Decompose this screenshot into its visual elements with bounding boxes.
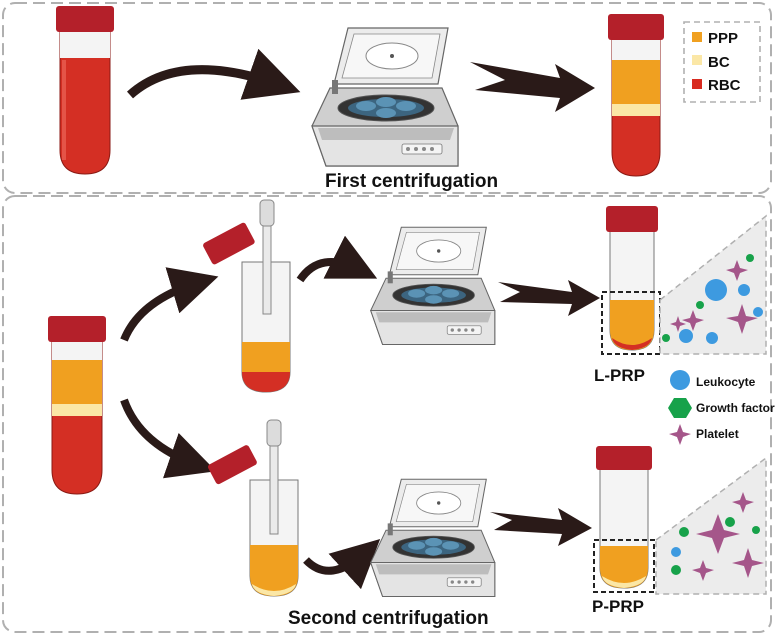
lprp-label: L-PRP [594, 366, 645, 385]
whole-blood-tube [56, 6, 114, 175]
platelet-icon [726, 304, 758, 334]
second-panel-border [2, 195, 772, 633]
leukocyte-icon [679, 329, 693, 343]
pprp-zoom-panel [655, 456, 767, 595]
ppp-swatch [692, 32, 702, 42]
growth-factor-legend-icon [668, 398, 692, 418]
legend-bc: BC [692, 54, 730, 71]
arrow-to-pprp-tube [490, 508, 592, 546]
arrow-to-lprp-tube [498, 280, 600, 316]
bc-swatch [692, 55, 702, 65]
arrow-to-lower-branch [120, 398, 217, 479]
growth-factor-icon [746, 254, 754, 262]
ppp-label: PPP [708, 30, 738, 47]
lower-transfer-tube [207, 419, 299, 597]
lower-centrifuge [370, 478, 496, 598]
platelet-icon [682, 310, 704, 331]
upper-centrifuge [370, 226, 496, 346]
arrow-to-upper-branch [120, 267, 219, 342]
separated-source-tube [48, 316, 106, 495]
platelet-icon [692, 560, 714, 581]
platelet-icon [726, 260, 748, 281]
rbc-swatch [692, 79, 702, 89]
growth-factor-label: Growth factor [696, 401, 775, 415]
platelet-icon [732, 492, 754, 513]
legend-rbc: RBC [692, 77, 741, 94]
rbc-label: RBC [708, 77, 741, 94]
first-centrifuge [311, 27, 459, 167]
pprp-tube [593, 446, 655, 593]
arrow-to-upper-centrifuge [296, 235, 378, 283]
leukocyte-icon [706, 332, 718, 344]
component-legend: Leukocyte Growth factor Platelet [668, 370, 775, 445]
upper-tube-cap [203, 222, 255, 265]
first-centrifugation-caption: First centrifugation [325, 171, 498, 192]
lprp-tube [601, 206, 661, 355]
leukocyte-label: Leukocyte [696, 375, 756, 389]
legend-ppp: PPP [692, 30, 738, 47]
lower-tube-cap [207, 445, 257, 485]
separated-blood-tube [608, 14, 664, 177]
layer-legend: PPP BC RBC [683, 21, 761, 103]
growth-factor-icon [662, 334, 670, 342]
leukocyte-icon [738, 284, 750, 296]
leukocyte-icon [671, 547, 681, 557]
growth-factor-icon [725, 517, 735, 527]
arrow-to-first-centrifuge [126, 48, 301, 100]
growth-factor-icon [696, 301, 704, 309]
platelet-icon [670, 316, 686, 332]
growth-factor-icon [679, 527, 689, 537]
lprp-zoom-panel [659, 214, 767, 355]
leukocyte-icon [705, 279, 727, 301]
leukocyte-icon [753, 307, 763, 317]
second-centrifugation-caption: Second centrifugation [288, 608, 489, 629]
platelet-icon [696, 514, 740, 554]
pprp-label: P-PRP [592, 597, 644, 616]
platelet-label: Platelet [696, 427, 739, 441]
leukocyte-legend-icon [670, 370, 690, 390]
growth-factor-icon [752, 526, 760, 534]
growth-factor-icon [671, 565, 681, 575]
arrow-to-separated-tube [470, 62, 595, 112]
first-panel-border [2, 2, 772, 194]
platelet-legend-icon [669, 424, 691, 445]
arrow-to-lower-centrifuge [303, 539, 381, 590]
upper-transfer-tube [203, 199, 291, 393]
platelet-icon [732, 548, 764, 578]
bc-label: BC [708, 54, 730, 71]
